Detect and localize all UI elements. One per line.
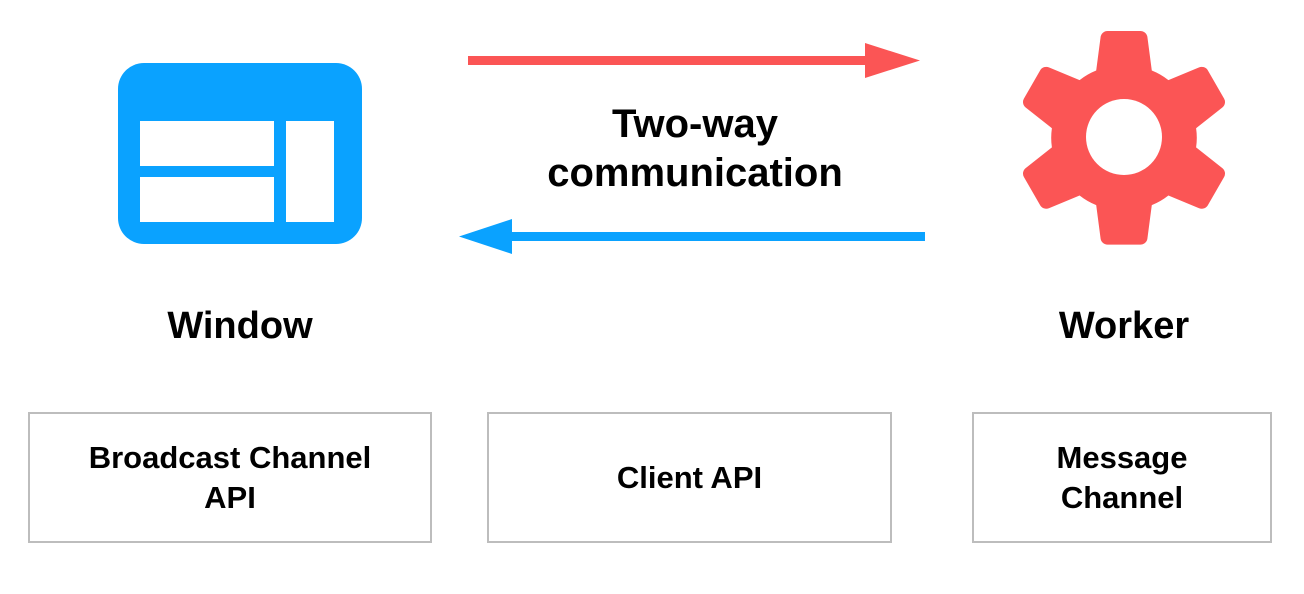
api-box-label: Message Channel <box>1056 439 1188 515</box>
api-box-broadcast-channel-api[interactable]: Broadcast Channel API <box>28 412 432 543</box>
api-box-label: Client API <box>616 459 763 495</box>
arrow-group <box>455 30 935 260</box>
center-label: Two-way communication <box>470 100 920 198</box>
api-box-client-api[interactable]: Client API <box>487 412 892 543</box>
center-label-line-1: Two-way <box>612 102 778 146</box>
arrow-worker-to-window <box>459 219 925 254</box>
api-box-label: Broadcast Channel API <box>88 439 372 515</box>
api-box-message-channel[interactable]: Message Channel <box>972 412 1272 543</box>
node-label-window: Window <box>167 305 313 347</box>
browser-window-icon <box>118 63 362 244</box>
arrow-window-to-worker <box>468 43 920 78</box>
gear-icon <box>1019 29 1229 245</box>
center-label-line-2: communication <box>547 151 843 195</box>
node-label-worker: Worker <box>1058 305 1190 347</box>
